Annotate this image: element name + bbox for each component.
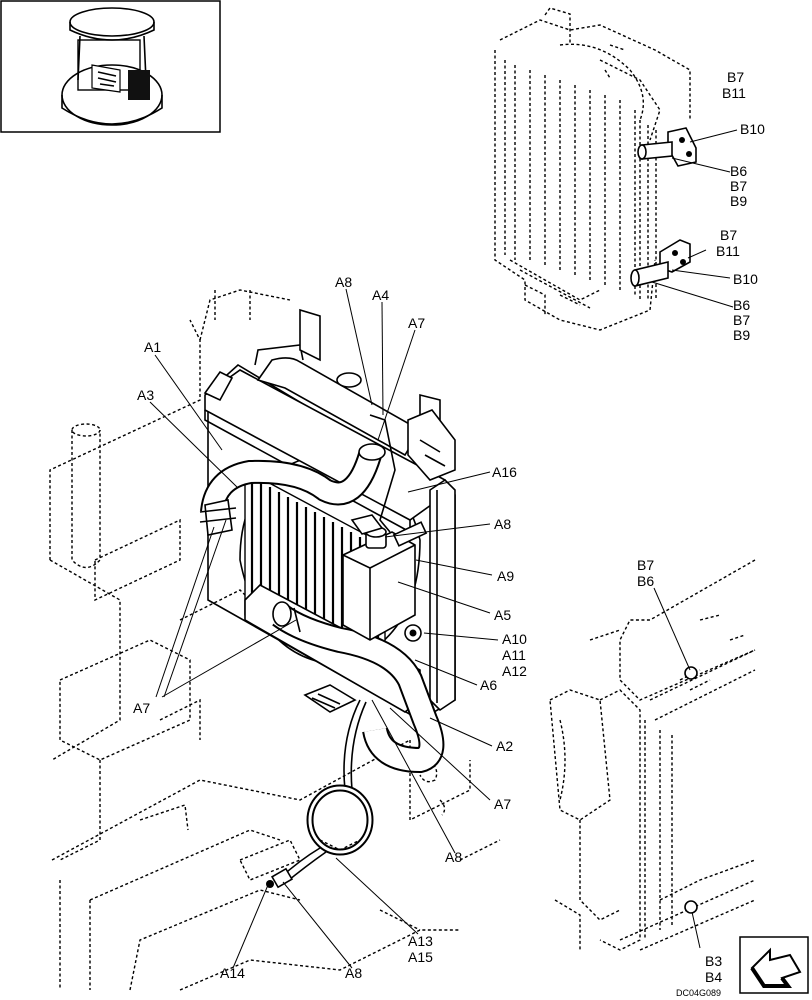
callout-a8: A8 [494,516,511,532]
callout-a5: A5 [494,607,511,623]
callout-b7-b11: B7 B11 [722,69,748,101]
leader-lines [149,129,738,969]
radiator-side-view-detail [494,7,697,331]
callout-a6: A6 [480,677,497,693]
callout-a1: A1 [144,339,161,355]
callout-a3: A3 [137,387,154,403]
callout-a4: A4 [372,287,389,303]
callout-a2: A2 [496,738,513,754]
callout-labels: A1 A3 A8 A4 A7 A16 A8 A9 A5 A10 A11 A12 … [133,69,765,998]
callout-a16: A16 [492,464,517,480]
drain-fitting [404,624,422,642]
drawing-code: DC04G089 [676,988,721,998]
upper-radiator-hose [199,443,386,536]
callout-b10: B10 [740,121,765,137]
callout-b7-b6: B7 B6 [637,557,658,589]
callout-b10: B10 [733,271,758,287]
callout-a7: A7 [494,796,511,812]
coolant-reservoir [342,514,416,641]
view-direction-arrow-icon [739,936,809,994]
callout-a8: A8 [445,849,462,865]
callout-b6-b7-b9: B6 B7 B9 [730,163,751,209]
lower-radiator-hose [272,601,445,774]
callout-b3-b4: B3 B4 [705,953,726,985]
radiator-assembly [203,308,456,721]
callout-a13-a15: A13 A15 [408,933,437,965]
callout-a7: A7 [408,315,425,331]
callout-a9: A9 [497,568,514,584]
callout-b7-b11: B7 B11 [716,227,741,259]
radiator-mount-detail [549,559,756,951]
machine-locator-inset [0,0,221,133]
callout-a8: A8 [335,274,352,290]
callout-a8: A8 [345,965,362,981]
callout-a7: A7 [133,700,150,716]
callout-a10-a11-a12: A10 A11 A12 [502,631,531,679]
callout-b6-b7-b9: B6 B7 B9 [733,297,754,343]
callout-a14: A14 [220,965,245,981]
